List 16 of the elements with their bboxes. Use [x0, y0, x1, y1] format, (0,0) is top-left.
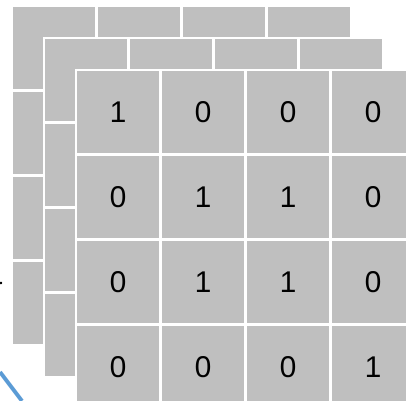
matrix-cell: 1: [162, 241, 244, 323]
matrix-cell: 0: [332, 71, 406, 153]
matrix-cell: 1: [332, 326, 406, 401]
matrix-cell: 0: [247, 326, 329, 401]
matrix-cell: 0: [77, 156, 159, 238]
matrix-cell: 1: [247, 241, 329, 323]
matrix-cell: 0: [77, 241, 159, 323]
matrix-cell: 0: [247, 71, 329, 153]
matrix-cell: 0: [162, 326, 244, 401]
matrix-cell: 0: [332, 156, 406, 238]
matrix-cell: 1: [77, 71, 159, 153]
matrix-cell: 1: [247, 156, 329, 238]
matrix-cell: 0: [77, 326, 159, 401]
matrix-cell: 1: [162, 156, 244, 238]
matrix-cell: 0: [162, 71, 244, 153]
matrix-cell: 0: [332, 241, 406, 323]
